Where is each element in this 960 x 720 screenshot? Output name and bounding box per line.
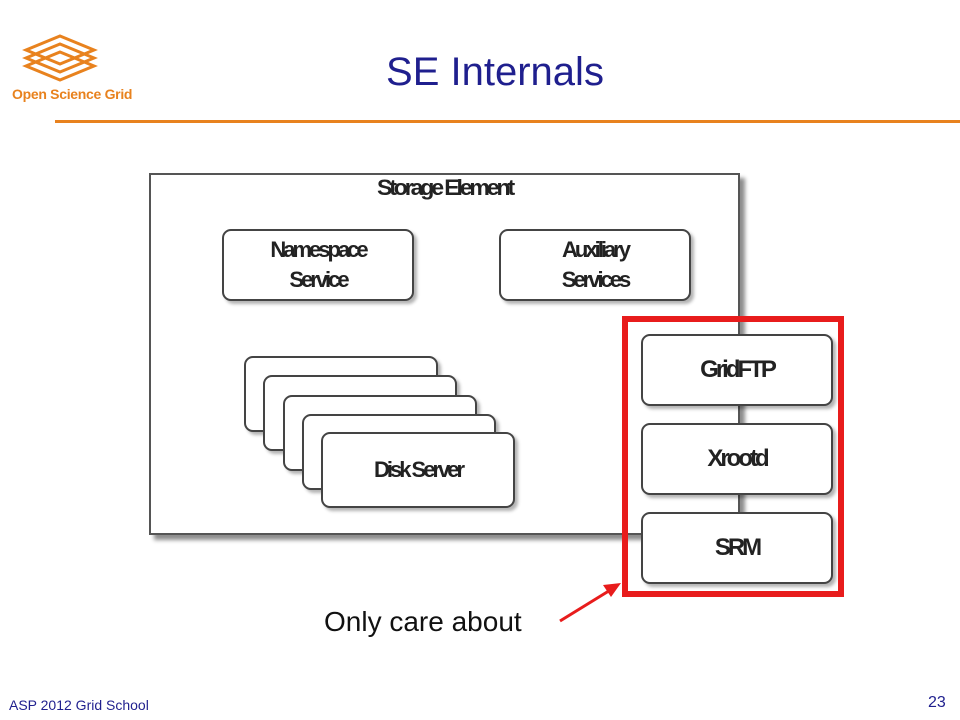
footer-school: ASP 2012 Grid School [9, 697, 149, 713]
namespace-line-2: Service [289, 267, 349, 292]
header-rule [55, 120, 960, 123]
namespace-service-box: Namespace Service [222, 229, 414, 301]
gridftp-box: GridFTP [641, 334, 833, 406]
caption-text: Only care about [324, 606, 522, 637]
auxiliary-line-2: Services [561, 267, 632, 292]
osg-logo-icon [22, 34, 98, 82]
storage-element-label: Storage Element [376, 175, 515, 200]
logo-text: Open Science Grid [12, 86, 133, 102]
xrootd-label: Xrootd [707, 445, 769, 472]
slide-title: SE Internals [386, 50, 604, 94]
srm-label: SRM [714, 534, 762, 561]
namespace-line-1: Namespace [270, 237, 368, 262]
disk-server-label: Disk Server [373, 457, 465, 482]
gridftp-label: GridFTP [700, 356, 777, 383]
xrootd-box: Xrootd [641, 423, 833, 495]
highlight-frame [622, 316, 844, 597]
srm-box: SRM [641, 512, 833, 584]
osg-logo: Open Science Grid [8, 30, 143, 110]
auxiliary-line-1: Auxiliary [562, 237, 631, 262]
disk-server-box: Disk Server [321, 432, 515, 508]
page-number: 23 [928, 694, 946, 711]
auxiliary-services-box: Auxiliary Services [499, 229, 691, 301]
